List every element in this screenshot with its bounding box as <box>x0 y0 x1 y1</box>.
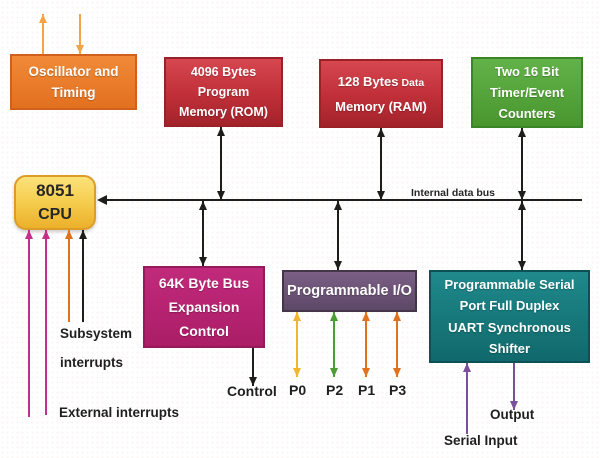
control-output-arrow <box>248 348 257 386</box>
port-p1-label: P1 <box>358 382 376 398</box>
box-text-line: Shifter <box>488 341 531 356</box>
external-interrupt-arrow-1 <box>24 230 33 417</box>
ram-bus-connector-arrow <box>376 128 385 200</box>
box-text-line: Timing <box>51 85 96 100</box>
box-text-line: Data <box>401 76 425 89</box>
box-text-line: 128 Bytes <box>337 73 399 89</box>
box-text-line: Port Full Duplex <box>459 298 560 313</box>
oscillator-timing-box: Oscillator and Timing <box>10 54 137 110</box>
rom-bus-connector-arrow <box>216 127 225 200</box>
timer-bus-connector-arrow <box>517 128 526 200</box>
oscillator-down-arrow <box>75 14 84 54</box>
external-interrupts-label: External interrupts <box>59 405 180 420</box>
subsystem-interrupt-arrow-black <box>78 230 87 322</box>
serial-output-arrow <box>509 363 518 410</box>
box-text-line: Oscillator and <box>28 64 119 79</box>
box-text-line: Programmable Serial <box>444 276 575 292</box>
port-p1-arrow <box>361 312 370 377</box>
box-text-line: UART Synchronous <box>448 319 571 335</box>
port-p0-label: P0 <box>289 382 307 398</box>
box-text-line: 4096 Bytes <box>190 65 257 79</box>
serial-input-label: Serial Input <box>444 433 518 448</box>
serial-input-arrow <box>462 363 471 434</box>
box-text-line: CPU <box>38 205 72 223</box>
box-text-line: Two 16 Bit <box>494 64 560 79</box>
internal-data-bus-label: Internal data bus <box>411 187 496 199</box>
subsystem-interrupt-arrow-orange <box>64 230 73 322</box>
oscillator-up-arrow <box>38 14 47 54</box>
timer-event-counters-box: Two 16 Bit Timer/Event Counters <box>471 57 583 128</box>
port-p0-arrow <box>292 312 301 377</box>
bus-expansion-connector-arrow <box>198 201 207 266</box>
output-label: Output <box>490 407 535 422</box>
subsystem-interrupts-label-line1: Subsystem <box>60 326 133 341</box>
port-p3-label: P3 <box>389 382 407 398</box>
box-text-line: Timer/Event <box>489 85 565 100</box>
serial-port-connector-arrow <box>517 201 526 270</box>
box-text-line: Memory (ROM) <box>179 105 268 119</box>
external-interrupt-arrow-2 <box>41 230 50 415</box>
box-text-line: 8051 <box>36 180 74 200</box>
programmable-io-connector-arrow <box>333 201 342 270</box>
programmable-io-box: Programmable I/O <box>282 270 417 312</box>
box-text-line: Counters <box>498 106 556 121</box>
box-text-line: Expansion <box>168 299 240 315</box>
port-p2-arrow <box>329 312 338 377</box>
port-p2-label: P2 <box>326 382 344 398</box>
box-text-line: Programmable I/O <box>287 283 412 299</box>
control-label: Control <box>227 383 277 399</box>
internal-data-bus-line <box>97 195 582 205</box>
port-p3-arrow <box>392 312 401 377</box>
serial-port-uart-box: Programmable Serial Port Full Duplex UAR… <box>429 270 590 363</box>
box-text-line: Program <box>197 85 250 99</box>
cpu-8051-box: 8051 CPU <box>14 175 96 230</box>
program-memory-rom-box: 4096 Bytes Program Memory (ROM) <box>164 57 283 127</box>
subsystem-interrupts-label-line2: interrupts <box>60 355 124 370</box>
bus-expansion-control-box: 64K Byte Bus Expansion Control <box>143 266 265 348</box>
box-text-line: 64K Byte Bus <box>158 275 250 291</box>
box-text-line: Memory (RAM) <box>335 98 427 114</box>
box-text-line: Control <box>179 323 229 339</box>
